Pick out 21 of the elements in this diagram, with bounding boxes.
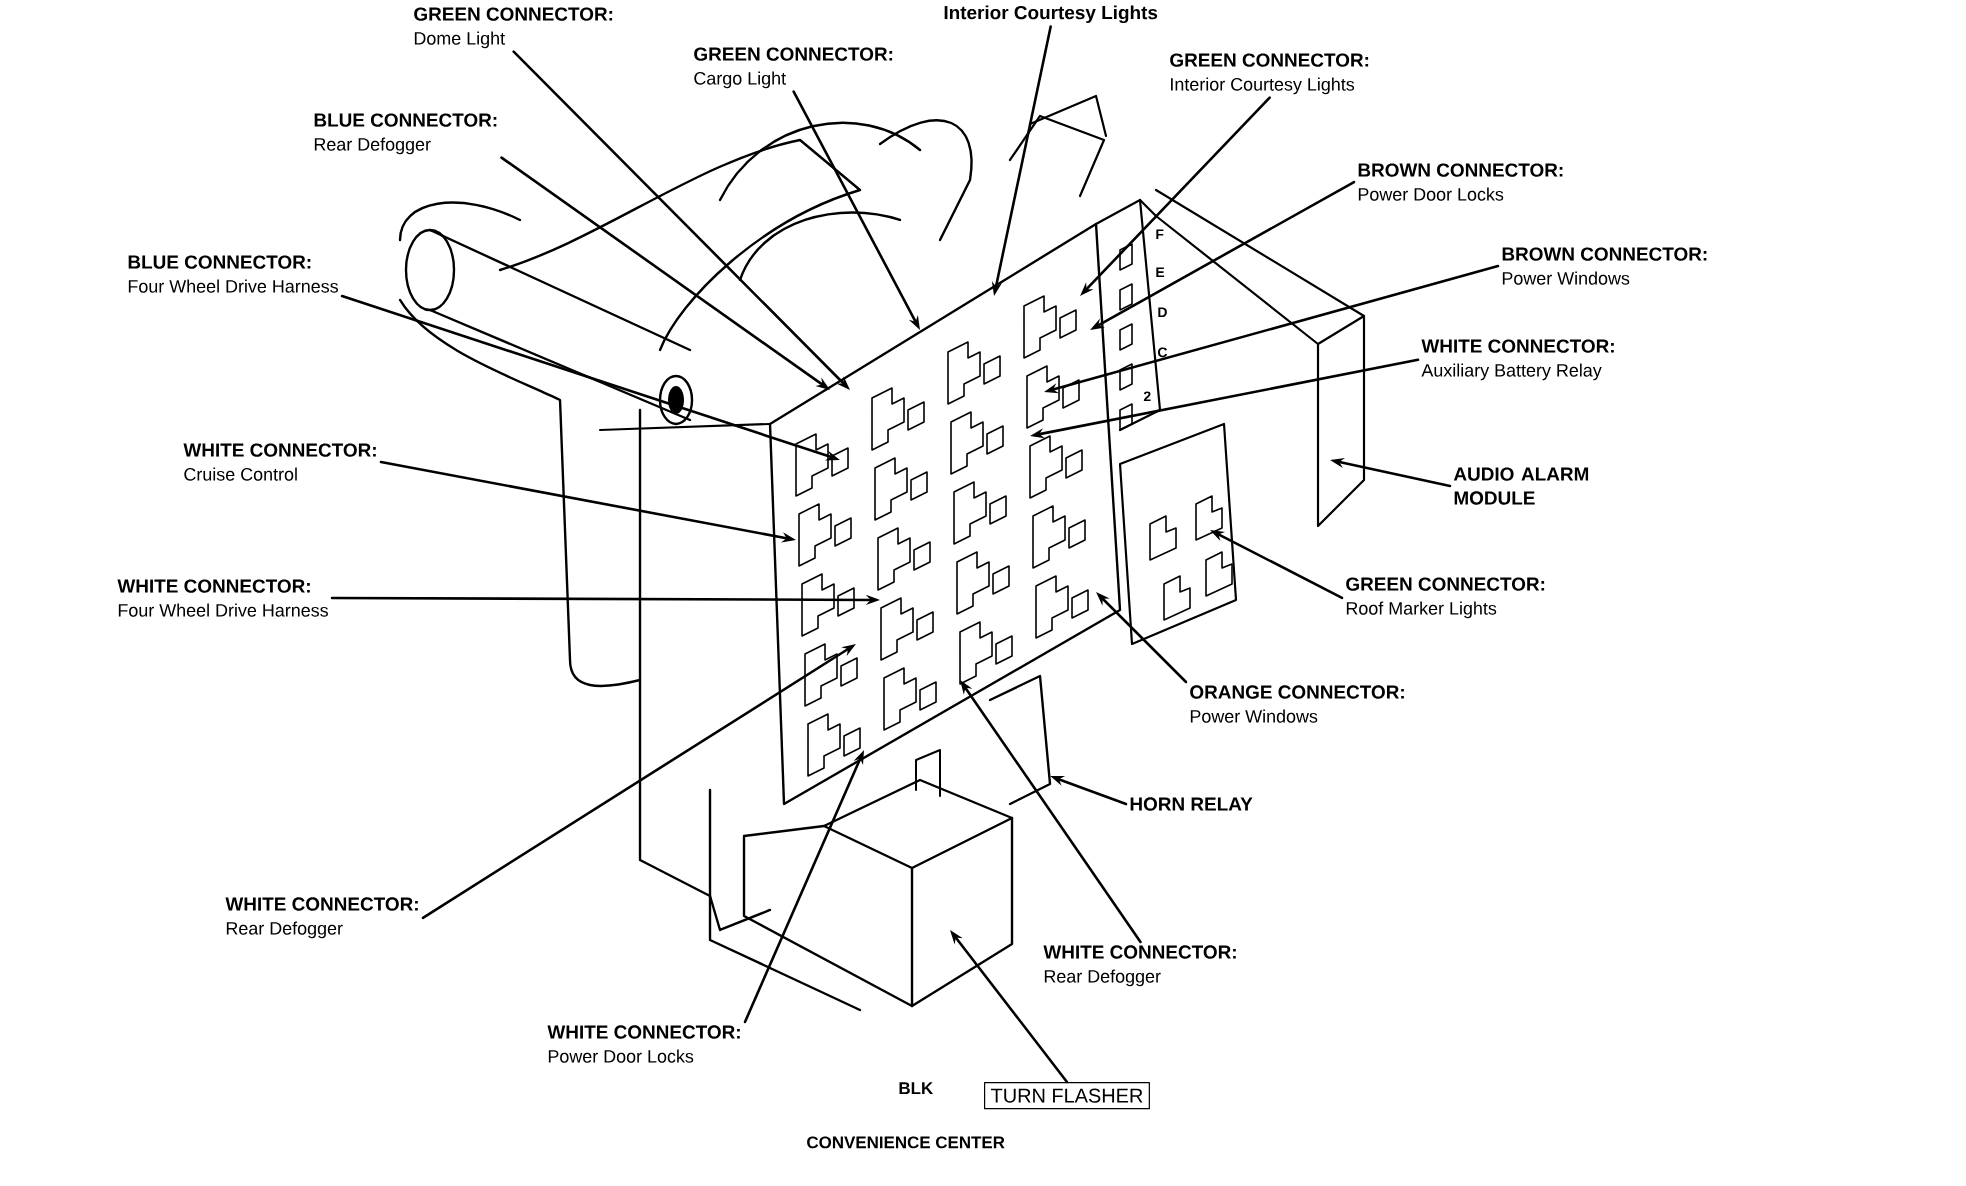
callout-label: BROWN CONNECTOR: Power Door Locks [1358, 163, 1563, 201]
caption-label: BLK [899, 1082, 934, 1095]
callout-label: WHITE CONNECTOR: Rear Defogger [225, 897, 418, 939]
callout-label: HORN RELAY [1130, 797, 1253, 811]
callout-label: ORANGE CONNECTOR: Power Windows [1190, 685, 1404, 723]
caption-label: CONVENIENCE CENTER [807, 1136, 1005, 1149]
callout-label: WHITE CONNECTOR: Rear Defogger [1043, 945, 1236, 987]
callout-label: WHITE CONNECTOR: Cruise Control [183, 443, 376, 481]
callout-label: GREEN CONNECTOR: Interior Courtesy Lights [1170, 53, 1369, 95]
callout-label: GREEN CONNECTOR: Roof Marker Lights [1346, 577, 1545, 619]
callout-label: BROWN CONNECTOR: Power Windows [1502, 247, 1707, 285]
callout-label: WHITE CONNECTOR: Four Wheel Drive Harness [117, 579, 328, 617]
callout-label: WHITE CONNECTOR: Power Door Locks [547, 1025, 740, 1063]
callout-label: GREEN CONNECTOR: Cargo Light [694, 47, 893, 89]
callout-label: Interior Courtesy Lights [944, 5, 1158, 24]
callout-label: GREEN CONNECTOR: Dome Light [414, 7, 613, 49]
callout-label: BLUE CONNECTOR: Four Wheel Drive Harness [128, 255, 338, 293]
callout-label: AUDIO ALARM MODULE [1453, 467, 1589, 505]
callout-label: WHITE CONNECTOR: Auxiliary Battery Relay [1421, 339, 1614, 381]
boxed-label: TURN FLASHER [984, 1082, 1150, 1110]
callout-label: BLUE CONNECTOR: Rear Defogger [314, 113, 497, 155]
